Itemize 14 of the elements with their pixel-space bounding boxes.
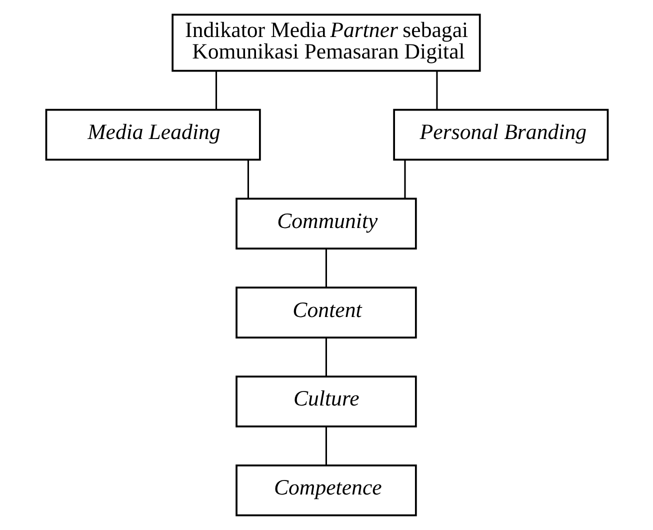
node-box: Personal Branding [392, 108, 608, 161]
node-box: Indikator Media Partner sebagai Komunikasi Pemasaran Digital [171, 14, 480, 72]
node-box: Community [235, 198, 416, 250]
node-box: Culture [235, 376, 416, 428]
connector [324, 426, 326, 466]
node-box: Competence [235, 464, 416, 516]
connector [214, 70, 217, 110]
connector [436, 70, 438, 110]
connector [404, 160, 406, 199]
connector [324, 248, 326, 288]
node-box: Content [235, 286, 416, 338]
node-box: Media Leading [44, 108, 260, 161]
connector [324, 338, 326, 376]
connector [246, 160, 248, 199]
